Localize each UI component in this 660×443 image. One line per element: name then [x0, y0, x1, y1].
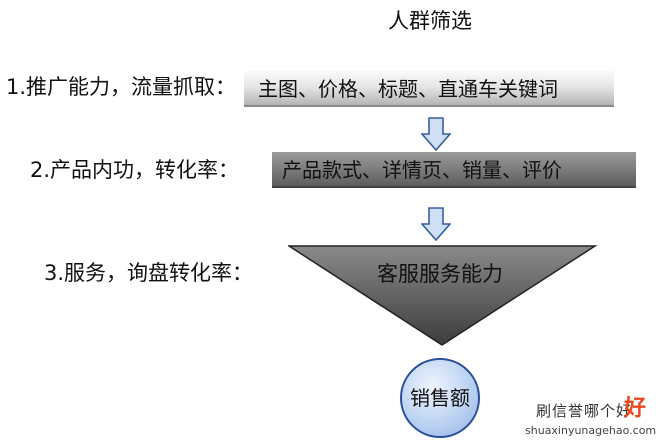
stage-1-label: 1.推广能力，流量抓取：	[6, 75, 237, 99]
watermark-text: 刷信誉哪个好	[536, 402, 633, 420]
funnel-shape	[288, 245, 598, 346]
down-arrow-icon	[421, 207, 451, 241]
stage-2-label: 2.产品内功，转化率：	[30, 158, 240, 182]
watermark-logo-icon: 好	[624, 396, 647, 421]
stage-2-factors-bar: 产品款式、详情页、销量、评价	[272, 152, 636, 188]
diagram-title: 人群筛选	[388, 9, 472, 33]
watermark-url: shuaxinyunagehao.com	[525, 424, 657, 437]
stage-3-label: 3.服务，询盘转化率：	[44, 261, 254, 285]
down-arrow-icon	[421, 117, 451, 151]
sales-result-circle: 销售额	[400, 358, 480, 438]
stage-3-factors: 客服服务能力	[377, 262, 503, 286]
stage-1-factors-bar: 主图、价格、标题、直通车关键词	[244, 71, 614, 107]
